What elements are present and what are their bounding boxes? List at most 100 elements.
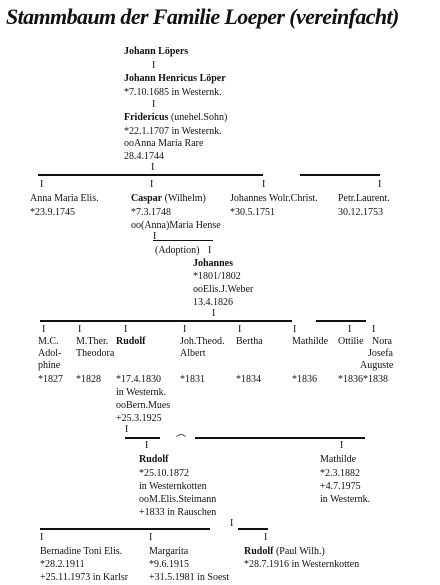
connector-bar: I bbox=[212, 308, 216, 319]
sibling-line-generation6-mid bbox=[170, 528, 210, 530]
sibling-line-generation5-mid bbox=[195, 437, 365, 439]
person-johannes-wolr: Johannes Wolr.Christ. bbox=[230, 193, 318, 204]
person-ottilie: Ottilie bbox=[338, 336, 364, 347]
date-johann-henricus-birth: *7.10.1685 in Westernk. bbox=[124, 87, 222, 98]
person-johann-henricus: Johann Henricus Löper bbox=[124, 73, 226, 84]
sibling-line-generation2-end bbox=[300, 174, 380, 176]
marriage-johannes: ooElis.J.Weber bbox=[193, 284, 254, 295]
date-joh-theod-birth: *1831 bbox=[180, 374, 205, 385]
page-title: Stammbaum der Familie Loeper (vereinfach… bbox=[6, 4, 399, 29]
date-mathilde-1882-death: +4.7.1975 bbox=[320, 481, 361, 492]
date-mc-birth: *1827 bbox=[38, 374, 63, 385]
connector-bar: I bbox=[348, 324, 352, 335]
date-bertha-birth: *1834 bbox=[236, 374, 261, 385]
sibling-line-generation2 bbox=[38, 174, 263, 176]
marriage-fridericus: ooAnna Maria Rare bbox=[124, 138, 204, 149]
person-johannes: Johannes bbox=[193, 258, 234, 269]
date-bernadine-birth: *28.2.1911 bbox=[40, 559, 85, 570]
connector-bar: I bbox=[238, 324, 242, 335]
note-caspar: (Wilhelm) bbox=[164, 193, 206, 204]
person-anna-maria: Anna Maria Elis. bbox=[30, 193, 99, 204]
adoption-line bbox=[153, 240, 213, 241]
date-rudolf-1830-birth: *17.4.1830 bbox=[116, 374, 161, 385]
person-mathilde-1882: Mathilde bbox=[320, 454, 357, 465]
connector-bar: I bbox=[145, 440, 149, 451]
person-caspar: Caspar bbox=[131, 193, 163, 204]
sibling-line-generation4-end bbox=[316, 320, 366, 322]
adoption-label: (Adoption) bbox=[155, 245, 200, 256]
connector-bar: I bbox=[378, 179, 382, 190]
connector-bar: I bbox=[293, 324, 297, 335]
date-nora-birth: *1838 bbox=[363, 374, 388, 385]
sibling-line-generation6 bbox=[40, 528, 170, 530]
person-joh-theod-line2: Albert bbox=[180, 348, 206, 359]
connector-bar: I bbox=[151, 162, 155, 173]
date-rudolf-1916-birth: *28.7.1916 in Westernkotten bbox=[244, 559, 360, 570]
person-bernadine: Bernadine Toni Elis. bbox=[40, 546, 123, 557]
place-mathilde-1882: in Westernk. bbox=[320, 494, 371, 505]
person-margarita: Margarita bbox=[149, 546, 189, 557]
connector-bar: I bbox=[183, 324, 187, 335]
date-mathilde-1836-birth: *1836 bbox=[292, 374, 317, 385]
person-rudolf-1916-line: Rudolf (Paul Wilh.) bbox=[244, 546, 325, 558]
connector-bar: I bbox=[372, 324, 376, 335]
connector-bar: I bbox=[150, 179, 154, 190]
date-fridericus-marriage: 28.4.1744 bbox=[124, 151, 164, 162]
date-ottilie-birth: *1836 bbox=[338, 374, 363, 385]
connector-bar: I bbox=[230, 518, 234, 529]
marriage-rudolf-1872: ooM.Elis.Steimann bbox=[139, 494, 217, 505]
dash-mark: ⌒ bbox=[176, 435, 186, 446]
note-rudolf-1916: (Paul Wilh.) bbox=[275, 546, 325, 557]
person-rudolf-1916: Rudolf bbox=[244, 546, 274, 557]
person-nora-line3: Auguste bbox=[360, 360, 394, 371]
date-johannes-birth: *1801/1802 bbox=[193, 271, 241, 282]
person-petr-laurent: Petr.Laurent. bbox=[338, 193, 390, 204]
connector-bar: I bbox=[124, 324, 128, 335]
connector-bar: I bbox=[208, 245, 212, 256]
date-mther-birth: *1828 bbox=[76, 374, 101, 385]
connector-bar: I bbox=[125, 424, 129, 435]
connector-bar: I bbox=[264, 532, 268, 543]
person-fridericus-line: Fridericus (unehel.Sohn) bbox=[124, 112, 227, 124]
person-johann-loepers: Johann Löpers bbox=[124, 46, 189, 57]
person-rudolf-1872: Rudolf bbox=[139, 454, 169, 465]
connector-bar: I bbox=[262, 179, 266, 190]
sibling-line-generation4 bbox=[40, 320, 292, 322]
date-johannes-wolr-birth: *30.5.1751 bbox=[230, 207, 275, 218]
date-johannes-marriage: 13.4.1826 bbox=[193, 297, 233, 308]
connector-bar: I bbox=[149, 532, 153, 543]
person-mc-line3: phine bbox=[38, 360, 61, 371]
person-mther-line1: M.Ther. bbox=[76, 336, 109, 347]
connector-bar: I bbox=[340, 440, 344, 451]
person-nora-line2: Josefa bbox=[368, 348, 393, 359]
person-fridericus: Fridericus bbox=[124, 112, 169, 123]
date-rudolf-1872-death: +1833 in Rauschen bbox=[139, 507, 217, 518]
person-rudolf-1830: Rudolf bbox=[116, 336, 146, 347]
date-rudolf-1872-birth: *25.10.1872 bbox=[139, 468, 189, 479]
date-margarita-death: +31.5.1981 in Soest bbox=[149, 572, 230, 583]
connector-bar: I bbox=[40, 179, 44, 190]
date-rudolf-1830-death: +25.3.1925 bbox=[116, 413, 162, 424]
connector-bar: I bbox=[42, 324, 46, 335]
person-mc-line2: Adol- bbox=[38, 348, 62, 359]
connector-bar: I bbox=[40, 532, 44, 543]
marriage-rudolf-1830: ooBern.Mues bbox=[116, 400, 171, 411]
date-margarita-birth: *9.6.1915 bbox=[149, 559, 189, 570]
date-mathilde-1882-birth: *2.3.1882 bbox=[320, 468, 360, 479]
person-nora-line1: Nora bbox=[372, 336, 392, 347]
place-rudolf-1872: in Westernkotten bbox=[139, 481, 207, 492]
date-caspar-birth: *7.3.1748 bbox=[131, 207, 171, 218]
connector-bar: I bbox=[78, 324, 82, 335]
sibling-line-generation5 bbox=[125, 437, 160, 439]
place-rudolf-1830: in Westernk. bbox=[116, 387, 167, 398]
person-bertha: Bertha bbox=[236, 336, 263, 347]
date-fridericus-birth: *22.1.1707 in Westernk. bbox=[124, 126, 222, 137]
sibling-line-generation6-end bbox=[238, 528, 268, 530]
person-joh-theod-line1: Joh.Theod. bbox=[180, 336, 225, 347]
person-mther-line2: Theodora bbox=[76, 348, 115, 359]
person-mc-line1: M.C. bbox=[38, 336, 59, 347]
connector-bar: I bbox=[153, 231, 157, 242]
connector-bar: I bbox=[152, 99, 156, 110]
date-anna-birth: *23.9.1745 bbox=[30, 207, 75, 218]
person-mathilde-1836: Mathilde bbox=[292, 336, 329, 347]
